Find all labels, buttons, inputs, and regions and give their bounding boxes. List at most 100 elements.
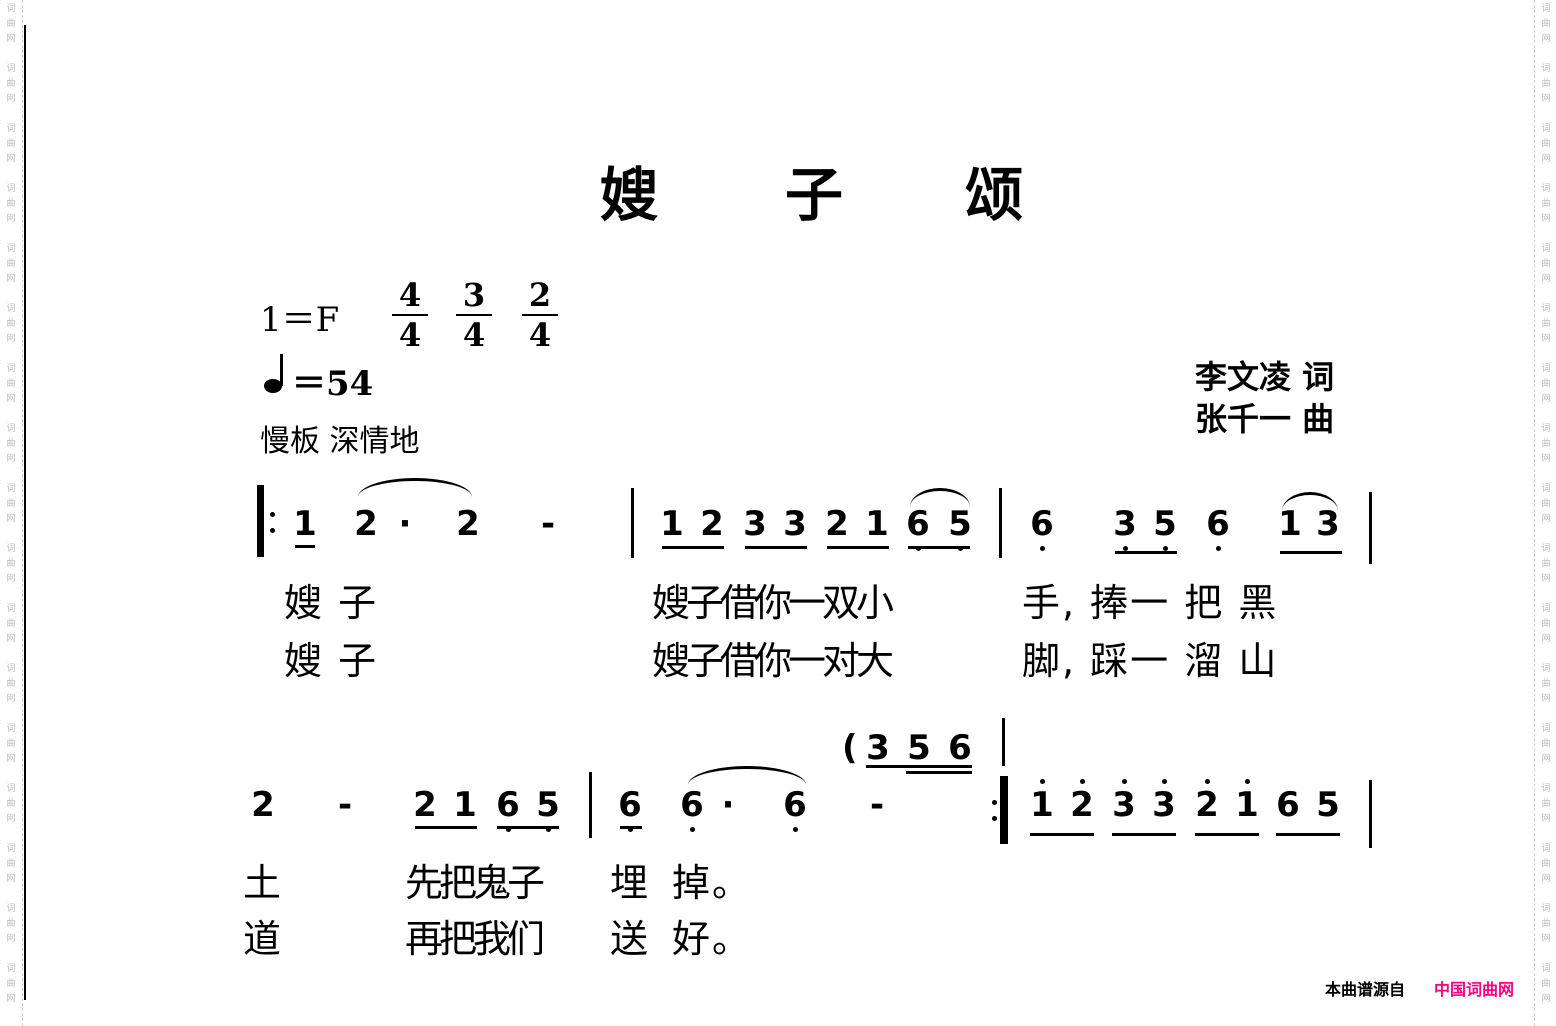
note: 5 [536,785,560,832]
underline [745,546,807,549]
underline [827,546,889,549]
note: 1 [1030,779,1054,825]
watermark-text: 词曲网 [1541,304,1551,344]
repeat-dot [992,816,997,821]
underline [866,765,972,768]
note: 6 [1276,785,1300,825]
note: 5 [948,504,972,551]
intro-note: 5 [907,728,931,768]
octave-dot [1040,546,1045,551]
watermark-text: 词曲网 [6,964,16,1004]
tie [1282,492,1338,511]
underline [1115,551,1177,554]
barline [589,772,592,838]
barline [1369,492,1372,564]
lyric: 先把鬼子 [405,861,545,905]
barline [631,488,634,558]
octave-dot [916,546,921,551]
note: 1 [1278,504,1302,544]
note: 5 [1153,504,1177,551]
watermark-text: 词曲网 [1541,844,1551,884]
watermark-text: 词曲网 [1541,364,1551,404]
tie [358,478,472,497]
note: 3 [1112,779,1136,825]
watermark-text: 词曲网 [6,724,16,764]
note: 3 [1316,504,1340,544]
note: 1 [293,504,317,544]
watermark-text: 词曲网 [1541,904,1551,944]
intro-paren: ( [842,728,858,768]
composer-credit: 张千一 曲 [1195,400,1335,438]
octave-dot [793,827,798,832]
note: 5 [1316,785,1340,825]
note: 6 [680,785,704,832]
underline [1030,833,1094,836]
title-char-3: 颂 [965,161,1024,229]
repeat-end-barline [1000,776,1008,844]
underline [1276,833,1340,836]
watermark-text: 词曲网 [1541,64,1551,104]
watermark-text: 词曲网 [6,544,16,584]
watermark-text: 词曲网 [6,784,16,824]
lyric: 送 [610,917,651,961]
watermark-text: 词曲网 [6,604,16,644]
watermark-text: 词曲网 [1541,244,1551,284]
lyric: 嫂子借你一对大 [652,639,894,683]
note: 1 [1235,779,1259,825]
intro-note: 3 [866,728,890,768]
note: 1 [453,785,477,825]
barline [1369,780,1372,848]
source-label: 本曲谱源自 [1325,980,1406,999]
octave-dot [958,546,963,551]
augmentation-dot: · [398,504,412,544]
barline [1002,718,1005,766]
quarter-note-icon [262,352,292,398]
right-watermark-strip: 词曲网词曲网词曲网词曲网词曲网词曲网词曲网词曲网词曲网词曲网词曲网词曲网词曲网词… [1534,0,1556,1026]
watermark-text: 词曲网 [1541,184,1551,224]
lyricist-credit: 李文凌 词 [1195,358,1335,396]
octave-dot [690,827,695,832]
underline [662,546,724,549]
watermark-text: 词曲网 [1541,964,1551,1004]
note: 6 [618,785,642,832]
watermark-text: 词曲网 [6,4,16,44]
note: 1 [865,504,889,544]
octave-dot [1163,546,1168,551]
lyric: 好。 [672,917,753,961]
repeat-start-barline [257,485,264,557]
octave-dot [1122,779,1127,784]
octave-dot [546,827,551,832]
note: 2 [413,785,437,825]
repeat-dot [270,512,275,517]
watermark-text: 词曲网 [1541,424,1551,464]
barline [999,488,1002,558]
note: 2 [354,504,378,544]
watermark-text: 词曲网 [1541,4,1551,44]
note: 6 [496,785,520,832]
lyric: 土 [243,861,284,905]
lyric: 嫂 子 [284,639,379,683]
watermark-text: 词曲网 [1541,724,1551,764]
watermark-text: 词曲网 [6,64,16,104]
watermark-text: 词曲网 [6,304,16,344]
site-link[interactable]: 中国词曲网 [1434,980,1515,999]
note: 2 [825,504,849,544]
underline [1195,833,1259,836]
tempo: ＝54 [292,364,374,404]
octave-dot [506,827,511,832]
watermark-text: 词曲网 [1541,544,1551,584]
lyric: 道 [243,917,284,961]
lyric: 脚, 踩一 溜 山 [1022,639,1279,683]
underline [1112,833,1176,836]
tie [688,766,806,785]
watermark-text: 词曲网 [6,484,16,524]
watermark-text: 词曲网 [6,244,16,284]
underline [908,546,970,549]
note: 2 [251,785,275,825]
note: 3 [783,504,807,544]
watermark-text: 词曲网 [6,424,16,464]
watermark-text: 词曲网 [1541,604,1551,644]
octave-dot [1040,779,1045,784]
